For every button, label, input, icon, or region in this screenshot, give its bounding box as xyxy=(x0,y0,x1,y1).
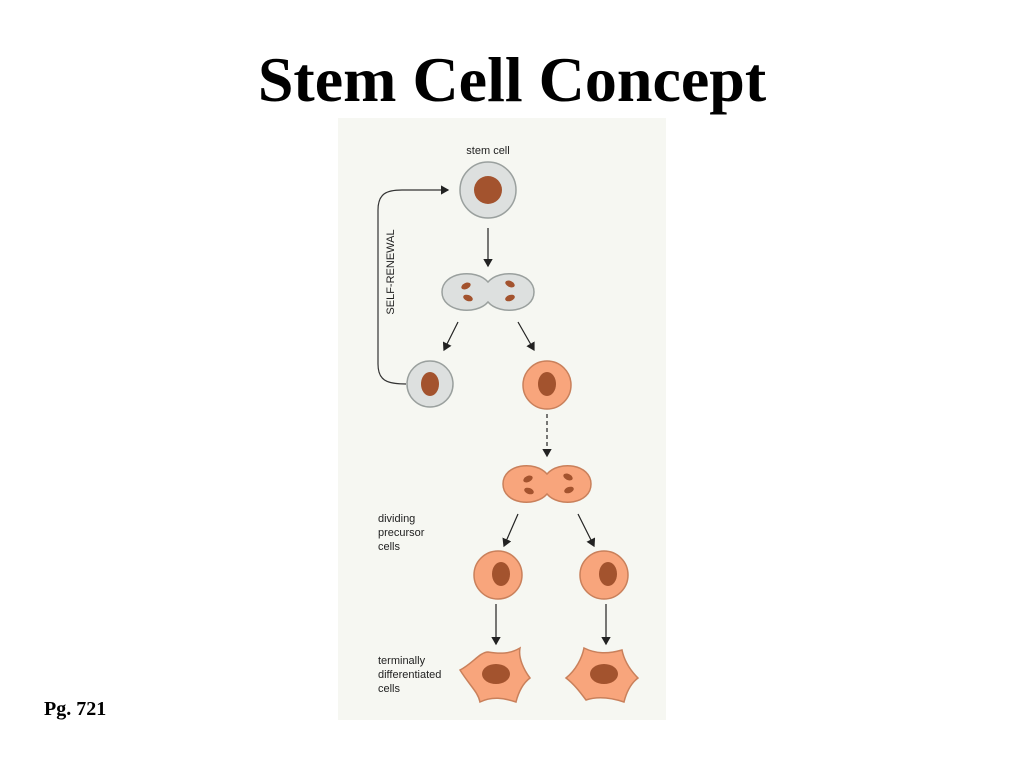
precursor-cell-left xyxy=(473,550,523,600)
nucleus xyxy=(590,664,618,684)
self-renewal-label: SELF-RENEWAL xyxy=(385,229,397,314)
slide-title: Stem Cell Concept xyxy=(257,44,767,115)
arrow-to-daughter-stem-cell xyxy=(442,321,459,352)
nucleus xyxy=(482,664,510,684)
dividing-stem-cell xyxy=(441,273,535,311)
nucleus xyxy=(538,372,556,396)
stem-cell-figure: stem cell SELF-RENEWAL xyxy=(338,118,666,720)
chromosome xyxy=(523,475,533,483)
chromosome xyxy=(563,473,573,481)
daughter-stem-cell xyxy=(406,360,454,408)
differentiated-cell-right xyxy=(564,646,640,703)
chromosome xyxy=(505,280,515,288)
figure-background xyxy=(338,118,666,720)
terminally-differentiated-label: terminally differentiated cells xyxy=(378,655,444,695)
precursor-cell-right xyxy=(579,550,629,600)
page-reference: Pg. 721 xyxy=(44,698,107,720)
dividing-precursor-label: dividing precursor cells xyxy=(378,513,428,553)
stem-cell-label: stem cell xyxy=(466,145,509,157)
chromosome xyxy=(463,294,473,302)
chromosome xyxy=(524,487,534,495)
chromosome xyxy=(461,282,471,290)
self-renewal-arrow xyxy=(377,185,450,385)
nucleus xyxy=(492,562,510,586)
arrow-to-precursor-right xyxy=(577,513,596,548)
arrow-to-precursor-cell xyxy=(517,321,535,352)
nucleus xyxy=(599,562,617,586)
stem-cell xyxy=(459,161,517,219)
precursor-cell xyxy=(522,360,572,410)
lineage-diagram: stem cell SELF-RENEWAL xyxy=(338,118,666,720)
chromosome xyxy=(505,294,515,302)
dividing-precursor-cell xyxy=(502,465,592,503)
stem-cell-nucleus xyxy=(474,176,502,204)
chromosome xyxy=(564,486,574,494)
nucleus xyxy=(421,372,439,396)
differentiated-cell-left xyxy=(458,646,532,704)
arrow-to-precursor-left xyxy=(502,513,519,548)
